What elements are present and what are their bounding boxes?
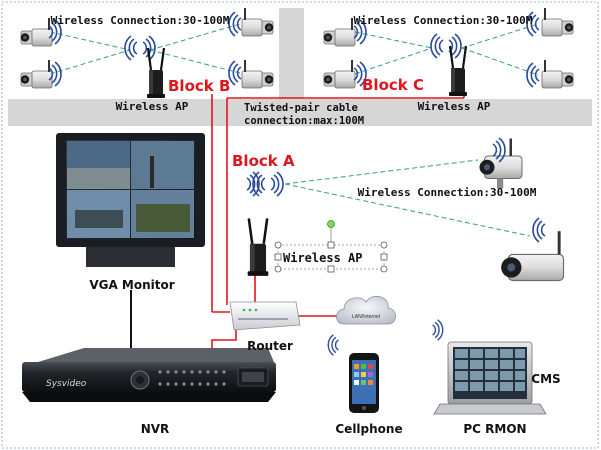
- block-a-devices: [246, 137, 565, 282]
- laptop-icon: [433, 341, 547, 415]
- monitor-icon: [56, 133, 205, 267]
- wireless-signal-icon: [252, 171, 284, 197]
- router-icon: [229, 301, 301, 331]
- cms-label: CMS: [531, 372, 560, 386]
- wireless-ap-icon: [145, 46, 167, 100]
- cellphone-label: Cellphone: [335, 422, 402, 436]
- wireless-ap-label-b: Wireless AP: [116, 100, 189, 113]
- vga-monitor-label: VGA Monitor: [89, 278, 174, 292]
- wireless-signal-icon: [532, 217, 546, 243]
- ip-camera-icon: [479, 138, 523, 189]
- selection-handles[interactable]: [274, 220, 388, 273]
- block-a-wireless-links: [284, 159, 531, 237]
- wireless-ap-label-a[interactable]: Wireless AP: [283, 251, 362, 265]
- wireless-ap-icon: [447, 44, 469, 98]
- cable-label-line2: connection:max:100M: [244, 115, 364, 127]
- block-c-title: Block C: [362, 76, 424, 94]
- wall-vertical: [279, 8, 304, 99]
- block-c-wireless-links: [354, 23, 539, 76]
- wall-horizontal: [8, 99, 592, 126]
- ip-camera-icon: [541, 59, 574, 89]
- ip-camera-icon: [323, 17, 356, 47]
- block-b-wireless-links: [49, 23, 241, 75]
- wireless-signal-icon: [124, 35, 156, 61]
- wireless-connection-label-a: Wireless Connection:30-100M: [358, 186, 537, 199]
- cloud-icon: [336, 295, 396, 325]
- router-label: Router: [247, 339, 293, 353]
- block-a-title: Block A: [232, 152, 295, 170]
- wireless-connection-label-c: Wireless Connection:30-100M: [354, 14, 533, 27]
- nvr-label: NVR: [141, 422, 170, 436]
- ip-camera-icon: [20, 59, 53, 89]
- ip-camera-icon: [20, 17, 53, 47]
- cable-label-line1: Twisted-pair cable: [244, 102, 358, 114]
- ip-camera-icon: [241, 7, 274, 37]
- wireless-signal-icon: [327, 334, 340, 356]
- lan-internet-label: LAN/Internet: [352, 314, 381, 320]
- block-b-title: Block B: [168, 77, 230, 95]
- pc-rmon-label: PC RMON: [463, 422, 526, 436]
- wireless-signal-icon: [431, 319, 444, 341]
- smartphone-icon: [349, 353, 379, 413]
- wireless-signal-icon: [526, 62, 540, 88]
- nvr-recorder-icon: [22, 348, 276, 402]
- wireless-ap-label-c: Wireless AP: [418, 100, 491, 113]
- ip-camera-icon: [501, 231, 565, 282]
- ip-camera-icon: [323, 59, 356, 89]
- wireless-connection-label-b: Wireless Connection:30-100M: [51, 14, 230, 27]
- ip-camera-icon: [241, 59, 274, 89]
- wireless-ap-icon: [246, 217, 270, 278]
- nvr-brand-label: Sysvideo: [46, 379, 87, 389]
- ip-camera-icon: [541, 7, 574, 37]
- wireless-signal-icon: [430, 33, 462, 59]
